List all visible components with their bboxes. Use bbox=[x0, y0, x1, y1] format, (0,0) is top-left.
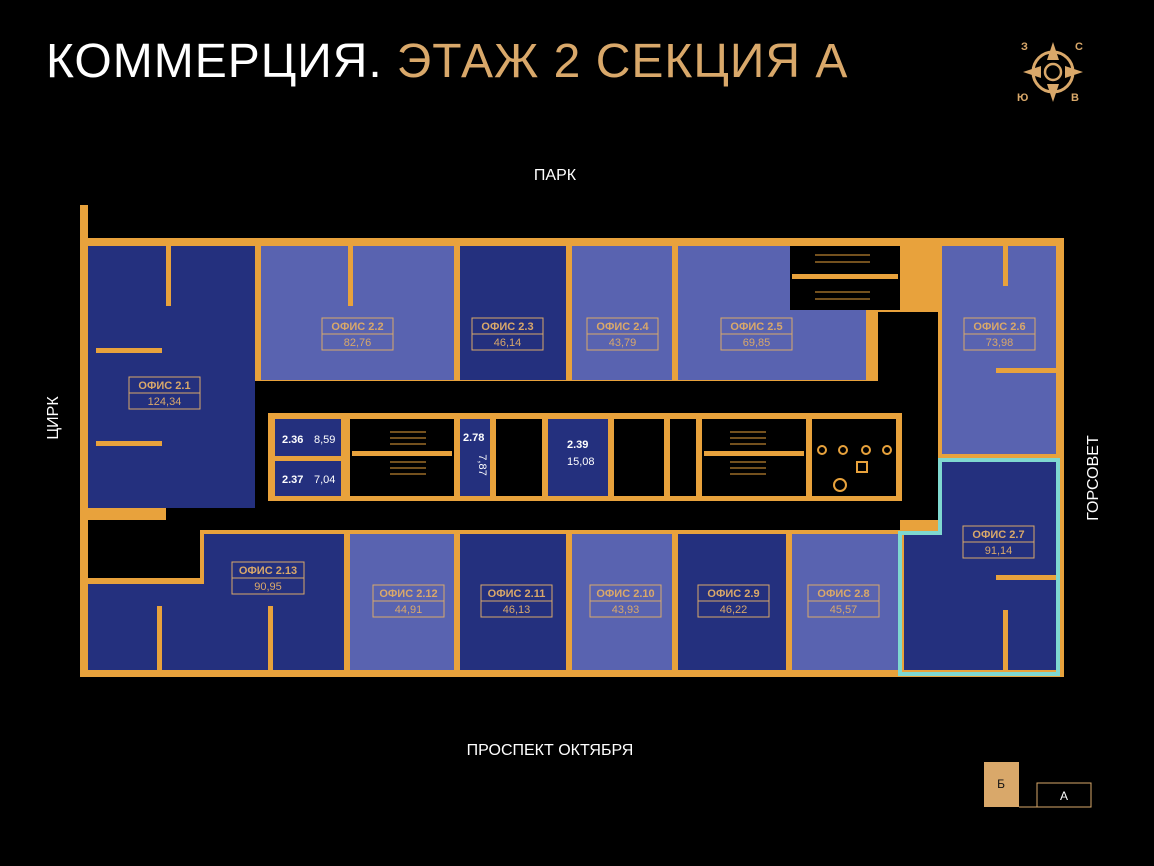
office-2-2-room[interactable] bbox=[261, 246, 454, 380]
office-2-12-label: ОФИС 2.12 44,91 bbox=[372, 584, 445, 618]
svg-text:46,22: 46,22 bbox=[720, 604, 748, 616]
room-2-36[interactable] bbox=[275, 419, 341, 456]
room-2-37[interactable] bbox=[275, 461, 341, 496]
office-2-3-label: ОФИС 2.3 46,14 bbox=[471, 317, 544, 351]
office-2-5-label: ОФИС 2.5 69,85 bbox=[720, 317, 793, 351]
compass-icon: С В Ю З bbox=[1017, 41, 1083, 104]
page-title: КОММЕРЦИЯ.ЭТАЖ 2 СЕКЦИЯ А bbox=[46, 38, 848, 86]
office-2-8-label: ОФИС 2.8 45,57 bbox=[807, 584, 880, 618]
office-2-13-label: ОФИС 2.13 90,95 bbox=[231, 561, 305, 595]
compass-south: Ю bbox=[1017, 92, 1028, 104]
svg-text:44,91: 44,91 bbox=[395, 604, 423, 616]
section-b-label: Б bbox=[997, 777, 1005, 791]
section-a-button[interactable] bbox=[1036, 782, 1092, 808]
street-left: ЦИРК bbox=[45, 396, 62, 440]
room-2-39[interactable] bbox=[548, 419, 608, 496]
office-2-8-room[interactable] bbox=[792, 534, 898, 670]
office-2-4-room[interactable] bbox=[572, 246, 672, 380]
svg-text:43,79: 43,79 bbox=[609, 337, 637, 349]
svg-text:43,93: 43,93 bbox=[612, 604, 640, 616]
restroom bbox=[812, 419, 896, 496]
office-2-7-highlight bbox=[898, 458, 1060, 676]
svg-text:ОФИС 2.5: ОФИС 2.5 bbox=[730, 321, 782, 333]
partitions bbox=[96, 246, 1056, 670]
svg-text:45,57: 45,57 bbox=[830, 604, 858, 616]
title-commerce: КОММЕРЦИЯ. bbox=[46, 35, 383, 88]
room-2-37-area: 7,04 bbox=[314, 474, 335, 486]
room-2-78-number: 2.78 bbox=[463, 432, 484, 444]
svg-text:69,85: 69,85 bbox=[743, 337, 771, 349]
svg-text:46,13: 46,13 bbox=[503, 604, 531, 616]
stair-treads bbox=[390, 254, 870, 475]
svg-text:82,76: 82,76 bbox=[344, 337, 372, 349]
compass-east: В bbox=[1071, 92, 1079, 104]
office-2-4-label: ОФИС 2.4 43,79 bbox=[586, 317, 659, 351]
office-2-9-room[interactable] bbox=[678, 534, 786, 670]
office-2-11-room[interactable] bbox=[460, 534, 566, 670]
svg-text:ОФИС 2.4: ОФИС 2.4 bbox=[596, 321, 649, 333]
office-2-6-label: ОФИС 2.6 73,98 bbox=[963, 317, 1036, 351]
office-2-10-label: ОФИС 2.10 43,93 bbox=[589, 584, 662, 618]
svg-text:ОФИС 2.2: ОФИС 2.2 bbox=[331, 321, 383, 333]
stair-right bbox=[702, 419, 806, 496]
office-2-2-label: ОФИС 2.2 82,76 bbox=[321, 317, 394, 351]
office-2-7-room[interactable] bbox=[942, 460, 1056, 670]
svg-text:73,98: 73,98 bbox=[986, 337, 1014, 349]
office-2-10-room[interactable] bbox=[572, 534, 672, 670]
room-2-78[interactable] bbox=[460, 419, 490, 496]
room-2-39-number: 2.39 bbox=[567, 439, 588, 451]
section-b-button[interactable] bbox=[984, 762, 1019, 807]
office-2-3-room[interactable] bbox=[460, 246, 566, 380]
svg-text:ОФИС 2.12: ОФИС 2.12 bbox=[379, 588, 437, 600]
office-2-13-room[interactable] bbox=[204, 534, 344, 670]
svg-text:90,95: 90,95 bbox=[254, 581, 282, 593]
office-2-1-label: ОФИС 2.1 124,34 bbox=[128, 376, 201, 410]
room-2-36-area: 8,59 bbox=[314, 434, 335, 446]
restroom-fixtures-icon bbox=[817, 445, 892, 492]
section-switcher: Б А bbox=[984, 762, 1092, 808]
svg-text:46,14: 46,14 bbox=[494, 337, 522, 349]
office-2-9-label: ОФИС 2.9 46,22 bbox=[697, 584, 770, 618]
street-bottom: ПРОСПЕКТ ОКТЯБРЯ bbox=[467, 742, 634, 759]
svg-text:ОФИС 2.6: ОФИС 2.6 bbox=[973, 321, 1025, 333]
room-2-36-number: 2.36 bbox=[282, 434, 303, 446]
svg-text:ОФИС 2.8: ОФИС 2.8 bbox=[817, 588, 869, 600]
office-2-12-room[interactable] bbox=[350, 534, 454, 670]
stair-left bbox=[350, 419, 454, 496]
svg-text:91,14: 91,14 bbox=[985, 545, 1013, 557]
svg-text:ОФИС 2.1: ОФИС 2.1 bbox=[138, 380, 190, 392]
compass-west: З bbox=[1021, 41, 1028, 53]
room-2-78-area: 7,87 bbox=[476, 454, 488, 475]
svg-text:ОФИС 2.13: ОФИС 2.13 bbox=[239, 565, 297, 577]
room-2-37-number: 2.37 bbox=[282, 474, 303, 486]
svg-text:ОФИС 2.3: ОФИС 2.3 bbox=[481, 321, 533, 333]
svg-text:ОФИС 2.11: ОФИС 2.11 bbox=[488, 588, 546, 600]
svg-text:ОФИС 2.9: ОФИС 2.9 bbox=[707, 588, 759, 600]
street-top: ПАРК bbox=[534, 167, 577, 184]
office-2-11-label: ОФИС 2.11 46,13 bbox=[480, 584, 553, 618]
title-floor-section: ЭТАЖ 2 СЕКЦИЯ А bbox=[396, 35, 849, 88]
street-right: ГОРСОВЕТ bbox=[1085, 435, 1102, 521]
room-2-39-area: 15,08 bbox=[567, 456, 595, 468]
svg-text:124,34: 124,34 bbox=[148, 396, 182, 408]
office-2-7-label: ОФИС 2.7 91,14 bbox=[962, 525, 1035, 559]
compass-north: С bbox=[1075, 41, 1083, 53]
svg-text:ОФИС 2.10: ОФИС 2.10 bbox=[596, 588, 654, 600]
svg-text:ОФИС 2.7: ОФИС 2.7 bbox=[972, 529, 1024, 541]
section-a-label: А bbox=[1060, 789, 1068, 803]
